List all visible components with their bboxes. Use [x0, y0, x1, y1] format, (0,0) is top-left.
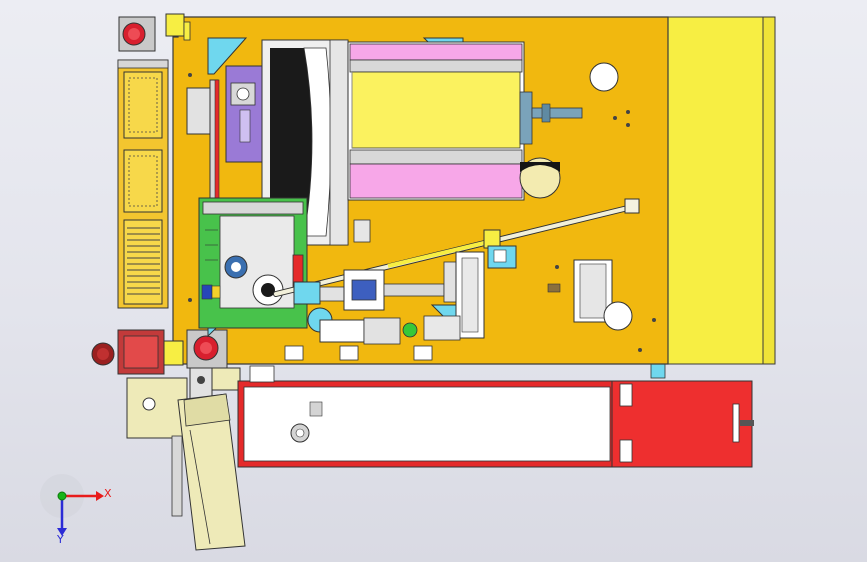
bottom-conveyor-tray[interactable] [237, 365, 613, 468]
green-pcb-module[interactable] [198, 197, 308, 329]
tilted-handle-block[interactable] [171, 393, 246, 551]
emergency-stop-top[interactable] [118, 13, 191, 52]
guide-rail[interactable] [186, 79, 220, 291]
x-axis-label: X [104, 487, 112, 500]
mount-blocks [284, 345, 433, 361]
right-side-panel[interactable] [650, 16, 776, 379]
axis-triad: X Y [40, 474, 112, 546]
hinge-bracket[interactable] [547, 259, 633, 331]
left-vent-panels[interactable] [117, 59, 169, 309]
cam-wheel[interactable] [519, 157, 561, 199]
purple-bracket-module[interactable] [225, 65, 265, 163]
cylinder-actuator[interactable] [293, 251, 485, 345]
stack-light-knob[interactable] [91, 329, 165, 375]
red-end-box[interactable] [611, 380, 754, 468]
linear-slide-module[interactable] [347, 41, 583, 201]
probe-arm[interactable] [273, 198, 640, 297]
y-axis-label: Y [56, 533, 64, 546]
emergency-stop-bottom[interactable] [162, 329, 228, 369]
